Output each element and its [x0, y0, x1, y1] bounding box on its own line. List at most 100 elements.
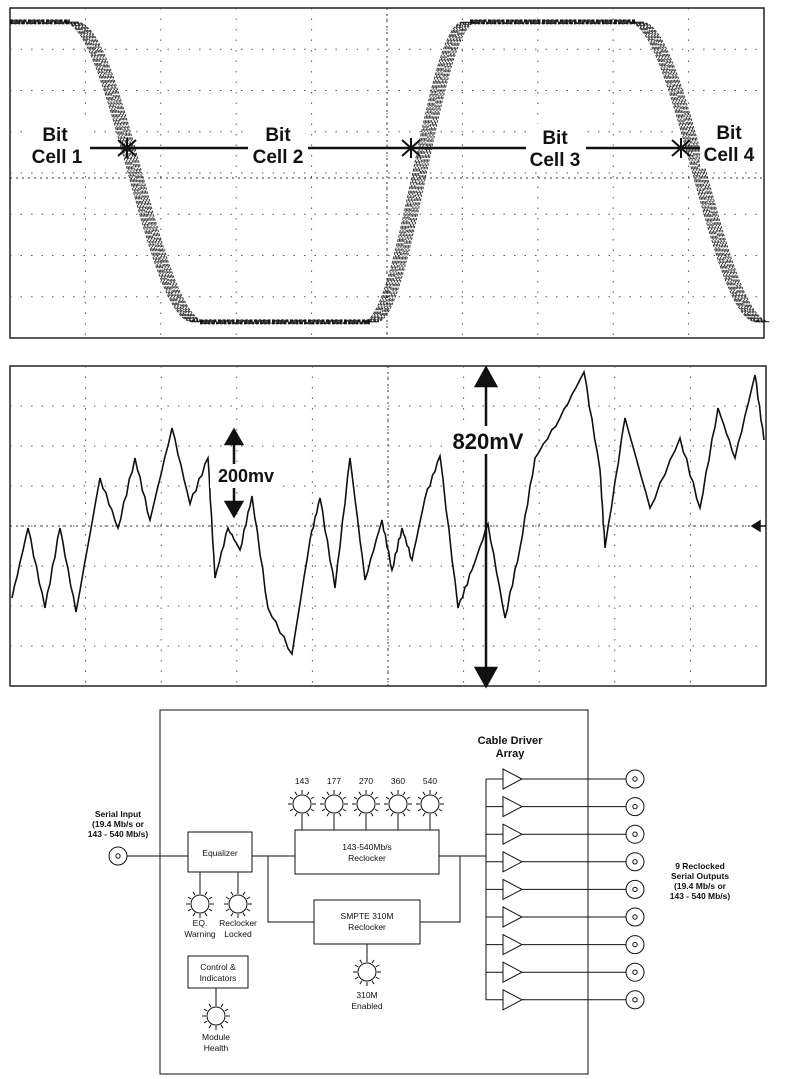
waveform-trace: [68, 21, 200, 323]
serial-input-bnc-connector: [108, 846, 128, 866]
equalizer-label: Equalizer: [202, 848, 238, 858]
waveform-trace: [371, 21, 473, 323]
waveform-trace: [76, 21, 207, 323]
bit-cell-3-label-line2: Cell 3: [530, 150, 581, 171]
indicator-leds: [186, 790, 444, 1030]
waveform-trace: [641, 21, 771, 323]
cable-driver-output-1: [486, 768, 645, 790]
cable-driver-output-9: [486, 988, 645, 1011]
module-health-label-line2: Health: [204, 1043, 229, 1053]
waveform-trace: [370, 21, 471, 323]
led-indicator-icon: [353, 958, 381, 986]
waveform-trace: [73, 21, 204, 323]
rate-label-177: 177: [327, 776, 341, 786]
eq-warning-label-line1: EQ.: [193, 918, 208, 928]
waveform-trace: [629, 21, 759, 323]
bit-cell-3-label-line1: Bit: [542, 128, 568, 149]
control-label-line1: Control &: [200, 962, 236, 972]
waveform-trace: [362, 21, 464, 323]
waveform-trace: [627, 21, 758, 323]
serial-input-label-line3: 143 - 540 Mb/s): [88, 829, 149, 839]
bit-cell-1-label-line2: Cell 1: [32, 147, 83, 168]
waveform-trace: [632, 21, 762, 323]
scope-grid: [10, 366, 766, 686]
outputs-label-line2: Serial Outputs: [671, 871, 729, 881]
driver-amplifier-icon: [502, 878, 524, 901]
driver-amplifier-icon: [502, 933, 524, 956]
control-indicators-block: [187, 955, 249, 989]
bit-cell-scope-panel: Bit Cell 1 Bit Cell 2 Bit Cell 3 Bit Cel…: [0, 0, 801, 345]
waveform-trace: [64, 21, 195, 323]
main-reclocker-label-line2: Reclocker: [348, 853, 386, 863]
scope-grid: [10, 8, 764, 338]
bit-cell-scope-svg: Bit Cell 1 Bit Cell 2 Bit Cell 3 Bit Cel…: [9, 7, 771, 339]
waveform-trace: [74, 21, 206, 323]
waveform-trace: [367, 21, 468, 323]
waveform-trace: [374, 21, 476, 323]
led-indicator-icon: [288, 790, 316, 818]
analog-waveform: [11, 369, 765, 657]
driver-amplifier-icon: [502, 823, 524, 846]
bit-cell-2-label-line1: Bit: [265, 125, 291, 146]
driver-amplifier-icon: [502, 961, 524, 984]
outputs-label-line3: (19.4 Mb/s or: [674, 881, 727, 891]
led-indicator-icon: [384, 790, 412, 818]
waveform-trace: [630, 21, 761, 323]
module-health-label-line1: Module: [202, 1032, 230, 1042]
amplitude-820mv-label: 820mV: [453, 429, 524, 454]
waveform-trace: [65, 21, 197, 323]
block-diagram-svg: Serial Input (19.4 Mb/s or 143 - 540 Mb/…: [88, 709, 731, 1075]
driver-amplifier-icon: [502, 988, 524, 1011]
block-diagram-panel: Serial Input (19.4 Mb/s or 143 - 540 Mb/…: [0, 700, 801, 1079]
eq-warning-label-line2: Warning: [184, 929, 216, 939]
cable-driver-label-line2: Array: [496, 748, 526, 760]
waveform-trace: [373, 21, 474, 323]
main-reclocker-label-line1: 143-540Mb/s: [342, 842, 392, 852]
bit-cell-1-label-line1: Bit: [42, 125, 68, 146]
310m-enabled-label-line1: 310M: [356, 990, 377, 1000]
cable-driver-output-4: [486, 850, 645, 873]
waveform-trace: [71, 21, 203, 323]
driver-amplifier-icon: [502, 795, 524, 818]
waveform-trace: [635, 21, 765, 323]
outputs-label-line1: 9 Reclocked: [675, 861, 725, 871]
led-indicator-icon: [186, 890, 214, 918]
cable-driver-array: [486, 768, 645, 1011]
bit-cell-4-label-line2: Cell 4: [704, 145, 755, 166]
reclocker-locked-label-line1: Reclocker: [219, 918, 257, 928]
serial-input-label-line1: Serial Input: [95, 809, 141, 819]
smpte-310m-reclocker-block: [313, 899, 421, 945]
amplitude-200mv-label: 200mv: [218, 466, 274, 486]
crossing-markers: [117, 138, 691, 158]
driver-amplifier-icon: [502, 906, 524, 928]
serial-input-label-line2: (19.4 Mb/s or: [92, 819, 145, 829]
waveform-trace: [639, 21, 770, 323]
bit-cell-4-label-line1: Bit: [716, 123, 742, 144]
cable-driver-label-line1: Cable Driver: [478, 735, 544, 747]
outputs-label-line4: 143 - 540 Mb/s): [670, 891, 731, 901]
waveform-trace: [368, 21, 470, 323]
digital-waveform: [10, 19, 771, 325]
led-indicator-icon: [352, 790, 380, 818]
310m-enabled-label-line2: Enabled: [351, 1001, 382, 1011]
cable-driver-output-3: [486, 823, 645, 846]
crossing-marker-1: [117, 138, 137, 158]
cable-driver-output-5: [486, 878, 645, 901]
waveform-trace: [638, 21, 768, 323]
rate-labels: 143 177 270 360 540: [295, 776, 437, 786]
smpte-reclocker-label-line2: Reclocker: [348, 922, 386, 932]
rate-label-270: 270: [359, 776, 373, 786]
rate-label-143: 143: [295, 776, 309, 786]
amplitude-820mv-arrow: [473, 365, 499, 689]
crossing-marker-3: [671, 138, 691, 158]
cable-driver-output-7: [486, 933, 645, 956]
cable-driver-output-6: [486, 906, 645, 928]
waveform-trace: [376, 21, 477, 323]
waveform-trace: [633, 21, 764, 323]
waveform-trace: [365, 21, 467, 323]
led-indicator-icon: [224, 890, 252, 918]
waveform-trace: [67, 21, 198, 323]
main-reclocker-block: [294, 829, 440, 875]
waveform-trace: [70, 21, 201, 323]
smpte-reclocker-label-line1: SMPTE 310M: [341, 911, 394, 921]
